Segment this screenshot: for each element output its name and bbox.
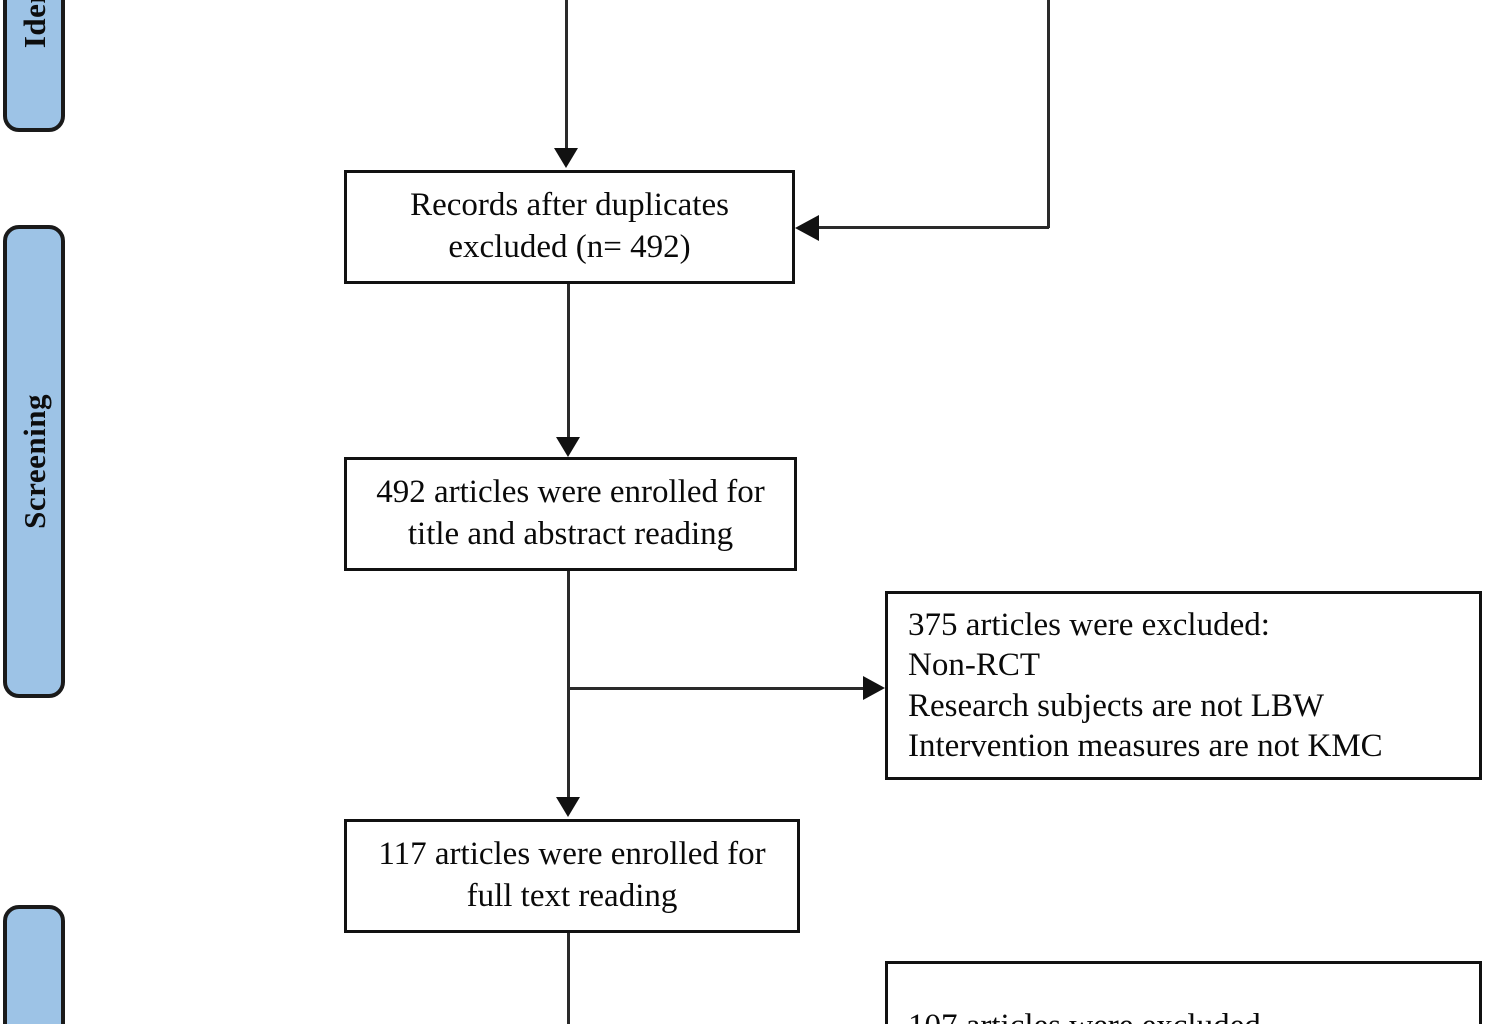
connector-additional-records-hline [815,226,1049,229]
connector-title-abstract-to-full-text-arrow [556,797,580,817]
connector-identification-to-duplicates-line [565,0,568,150]
box-title-abstract-screening-text: 492 articles were enrolled for title and… [376,474,765,552]
stage-label-screening: Screening [3,225,65,698]
box-records-after-duplicates: Records after duplicates excluded (n= 49… [344,170,795,284]
box-excluded-107-text: 107 articles were excluded [888,1006,1479,1024]
stage-label-screening-text: Screening [16,394,52,529]
connector-to-excluded-375-line [567,687,867,690]
connector-duplicates-to-title-abstract-line [567,284,570,439]
connector-additional-records-vline [1047,0,1050,228]
stage-label-identification-text: Ident [16,0,52,49]
box-excluded-375: 375 articles were excluded: Non-RCT Rese… [885,591,1482,780]
connector-full-text-to-included-line [567,933,570,1024]
connector-to-excluded-375-arrow [863,676,885,700]
box-title-abstract-screening: 492 articles were enrolled for title and… [344,457,797,571]
connector-title-abstract-to-full-text-line [567,571,570,799]
connector-additional-records-arrow [795,215,819,241]
box-full-text-screening: 117 articles were enrolled for full text… [344,819,800,933]
box-records-after-duplicates-text: Records after duplicates excluded (n= 49… [410,187,729,265]
stage-label-included: d [3,905,65,1024]
connector-identification-to-duplicates-arrow [554,148,578,168]
box-excluded-375-text: 375 articles were excluded: Non-RCT Rese… [908,607,1383,764]
connector-duplicates-to-title-abstract-arrow [556,437,580,457]
box-excluded-107: 107 articles were excluded [885,961,1482,1024]
stage-label-identification: Ident [3,0,65,132]
box-full-text-screening-text: 117 articles were enrolled for full text… [378,836,766,914]
